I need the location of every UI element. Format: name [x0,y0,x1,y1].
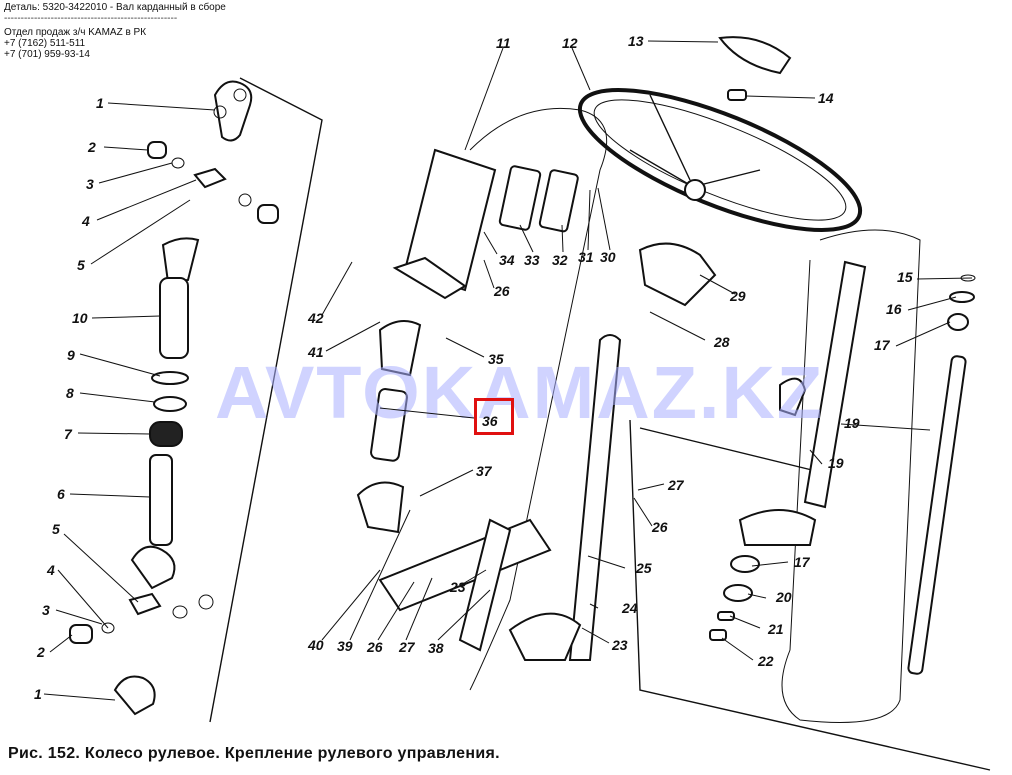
callout-27: 27 [667,477,685,493]
callout-32: 32 [552,252,568,268]
callout-26: 26 [493,283,510,299]
callout-26b: 26 [651,519,668,535]
callout-7: 7 [64,426,73,442]
callout-16: 16 [886,301,902,317]
callout-8: 8 [66,385,74,401]
callout-13: 13 [628,33,644,49]
callout-22: 22 [757,653,774,669]
highlight-box-36[interactable] [474,398,514,435]
callout-25: 25 [635,560,652,576]
callout-4: 4 [81,213,90,229]
callout-11: 11 [496,35,511,51]
right-column-assembly [709,229,976,723]
callout-27b: 27 [398,639,416,655]
header-phone-2: +7 (701) 959-93-14 [4,49,90,60]
callout-36: 36 [482,413,498,429]
left-panel-frame [209,77,323,723]
callout-2b: 2 [36,644,45,660]
callout-3: 3 [86,176,94,192]
leader-lines [43,40,973,701]
callout-42: 42 [307,310,324,326]
frame-line [639,427,821,473]
watermark: AVTOKAMAZ.KZ [215,351,824,434]
callout-28: 28 [713,334,730,350]
steering-column-assembly [356,107,717,691]
right-panel-frame [629,419,991,771]
callout-10: 10 [72,310,88,326]
callout-35: 35 [488,351,504,367]
callout-23b: 23 [449,579,466,595]
callout-5: 5 [77,257,85,273]
callout-1: 1 [96,95,104,111]
callout-numbers: 1 2 3 4 5 10 9 8 7 6 5 4 3 2 1 11 12 13 … [34,33,913,702]
callout-33: 33 [524,252,540,268]
header-detail: Деталь: 5320-3422010 - Вал карданный в с… [4,2,226,13]
callout-3b: 3 [42,602,50,618]
callout-1b: 1 [34,686,42,702]
figure-caption: Рис. 152. Колесо рулевое. Крепление руле… [8,745,500,762]
callout-21: 21 [767,621,784,637]
steering-wheel [577,36,863,232]
callout-2: 2 [87,139,96,155]
header-separator: ----------------------------------------… [4,13,178,24]
callout-6: 6 [57,486,65,502]
callout-17b: 17 [794,554,811,570]
callout-20: 20 [775,589,792,605]
header-phone-1: +7 (7162) 511-511 [4,38,86,49]
callout-17: 17 [874,337,891,353]
callout-12: 12 [562,35,578,51]
callout-23: 23 [611,637,628,653]
callout-26c: 26 [366,639,383,655]
callout-15: 15 [897,269,913,285]
callout-29: 29 [729,288,746,304]
callout-30: 30 [600,249,616,265]
callout-34: 34 [499,252,515,268]
callout-41: 41 [307,344,324,360]
callout-9: 9 [67,347,75,363]
left-shaft-assembly [69,80,279,716]
callout-24: 24 [621,600,638,616]
callout-19b: 19 [828,455,844,471]
callout-40: 40 [307,637,324,653]
header-dept: Отдел продаж з/ч KAMAZ в РК [4,27,147,38]
callout-37: 37 [476,463,493,479]
callout-19: 19 [844,415,860,431]
callout-14: 14 [818,90,834,106]
callout-39: 39 [337,638,353,654]
callout-5b: 5 [52,521,60,537]
callout-38: 38 [428,640,444,656]
callout-4b: 4 [46,562,55,578]
callout-31: 31 [578,249,594,265]
